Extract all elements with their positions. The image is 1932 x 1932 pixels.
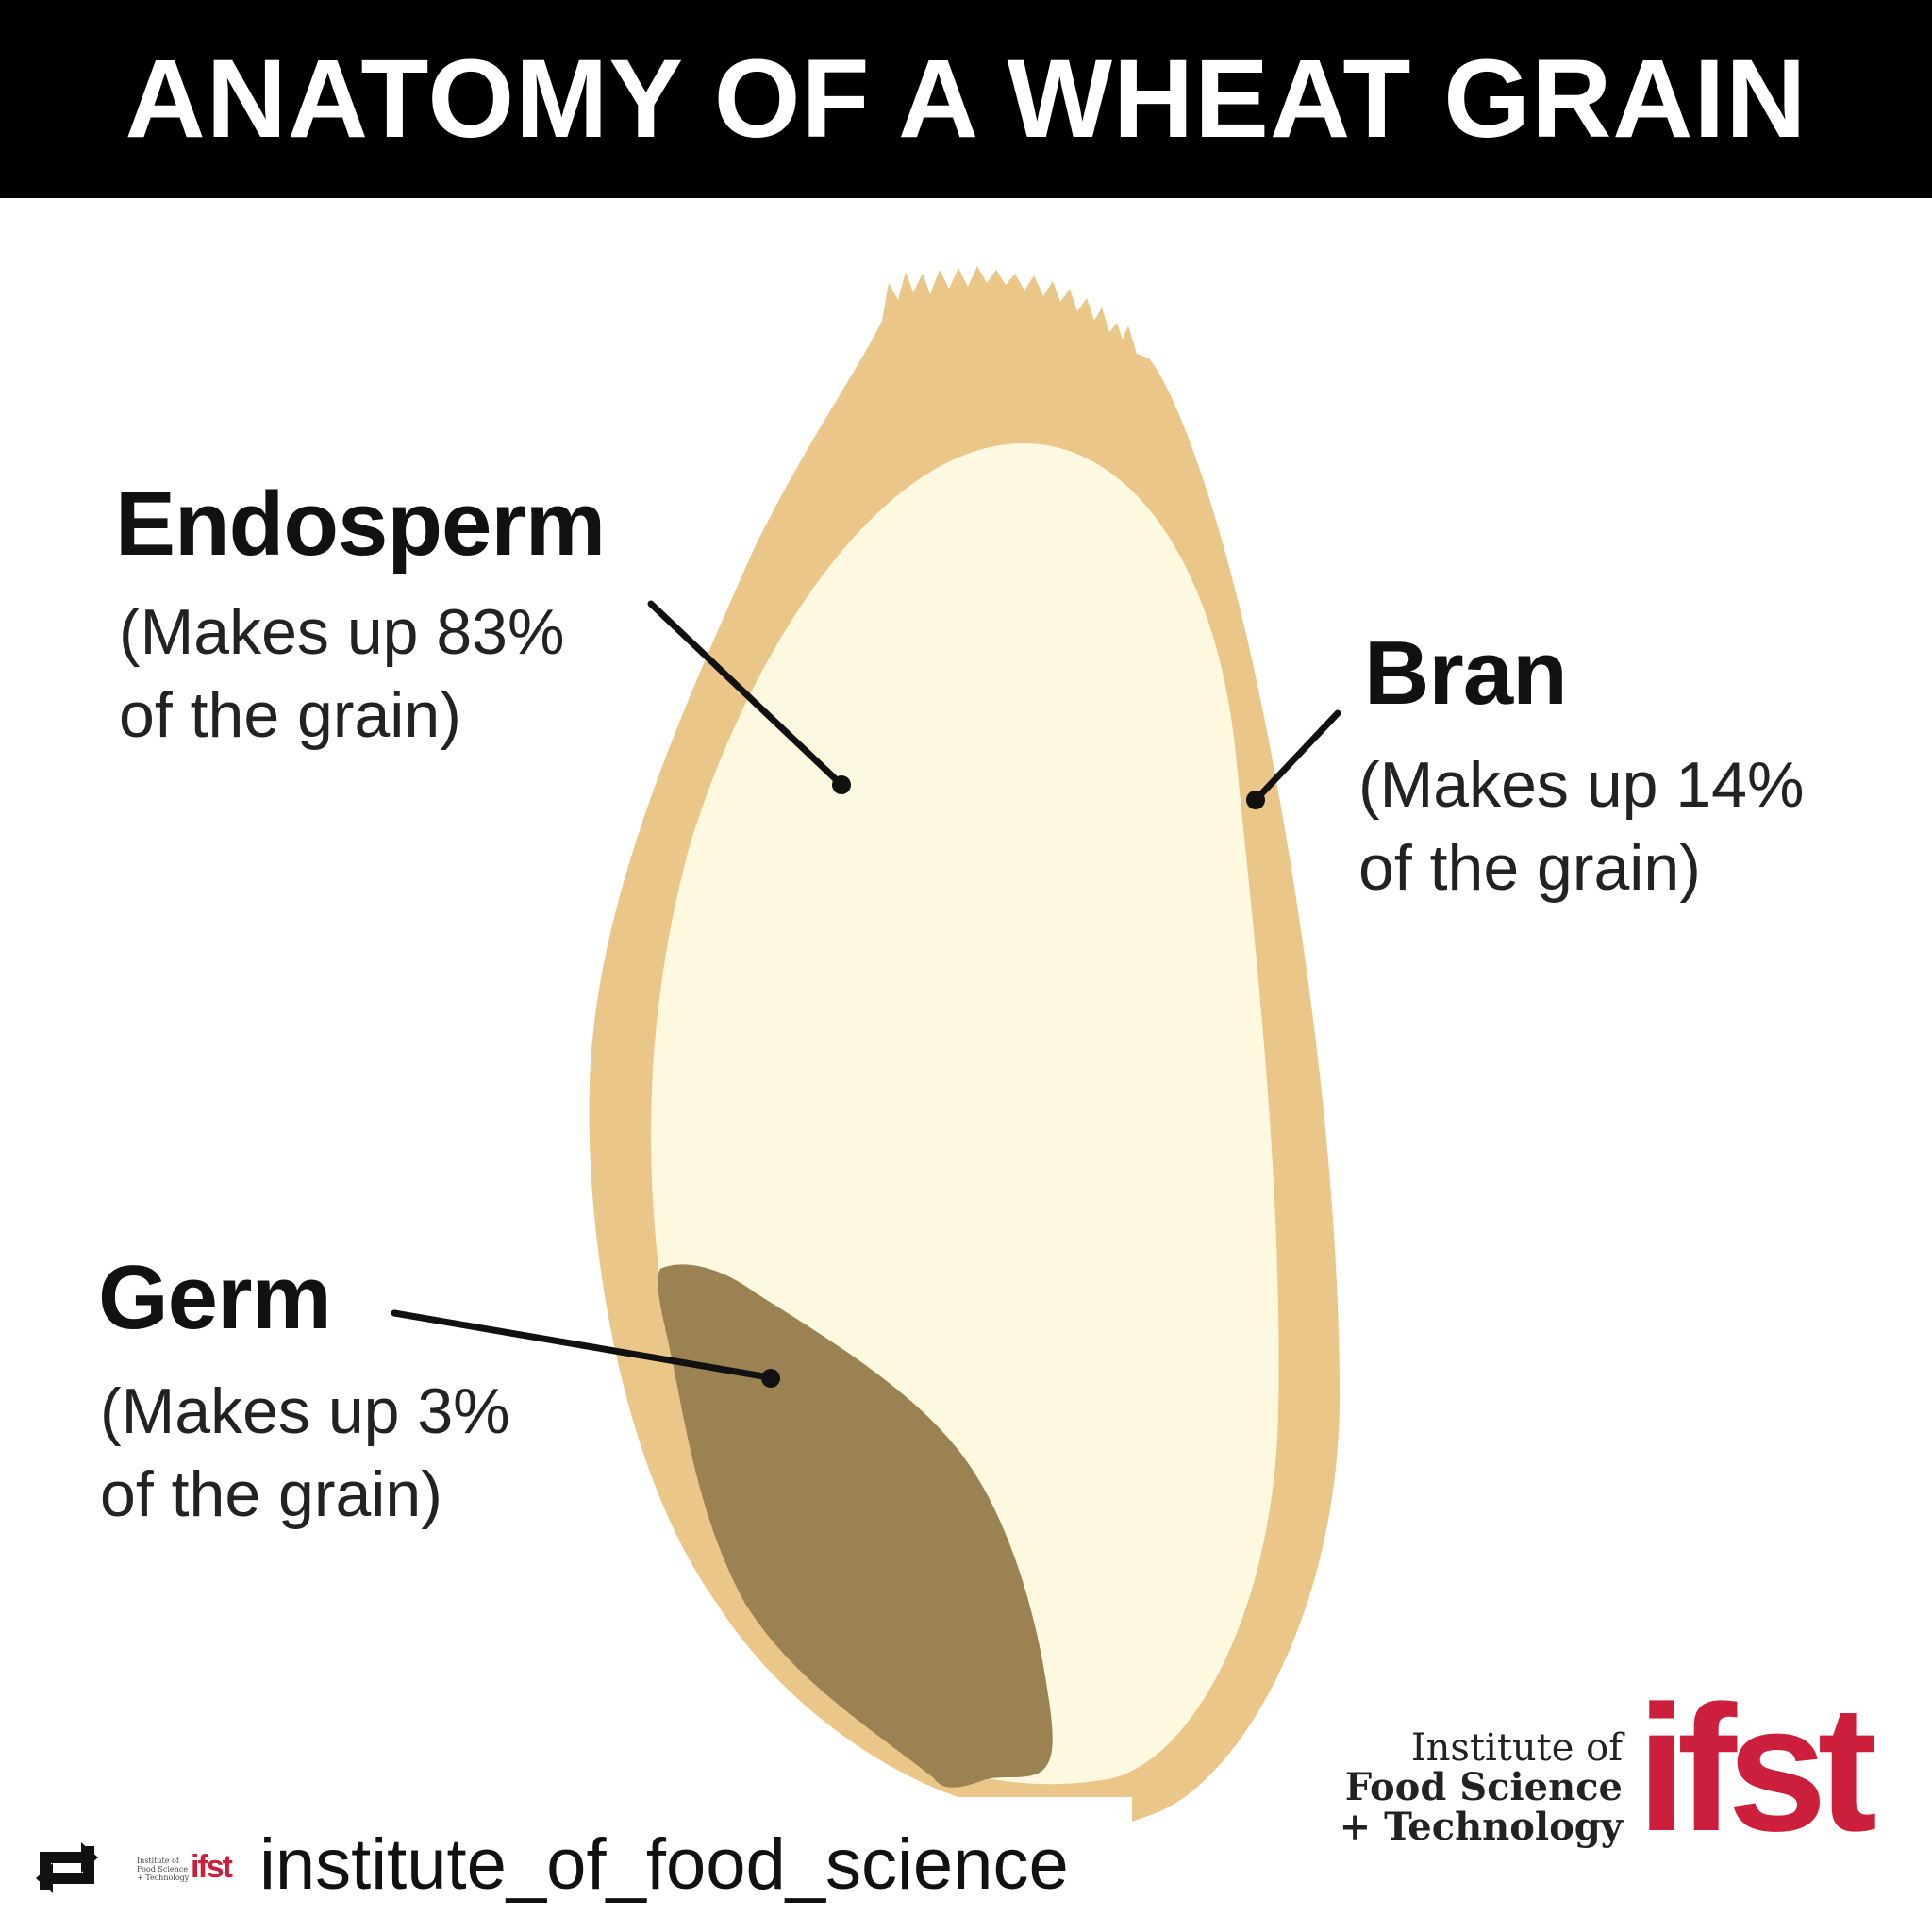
page-title: ANATOMY OF A WHEAT GRAIN xyxy=(125,37,1807,161)
bran-desc-line2: of the grain) xyxy=(1358,832,1701,904)
bran-leader-line xyxy=(1254,709,1341,802)
mini-logo-mark: ifst xyxy=(191,1849,233,1885)
germ-desc-line1: (Makes up 3% xyxy=(100,1375,510,1447)
account-handle[interactable]: institute_of_food_science xyxy=(259,1824,1069,1905)
germ-region xyxy=(658,1264,1053,1788)
title-bar xyxy=(0,0,1932,198)
germ-desc-line2: of the grain) xyxy=(100,1458,442,1530)
germ-label: Germ xyxy=(98,1247,332,1348)
mini-logo-wordmark: Institute of Food Science + Technology xyxy=(137,1857,189,1882)
mini-logo-line2: Food Science xyxy=(137,1865,189,1874)
repost-icon[interactable] xyxy=(26,1835,108,1901)
ifst-logo-wordmark: Institute of Food Science + Technology xyxy=(1340,1728,1623,1847)
ifst-logo-line2: Food Science xyxy=(1344,1765,1623,1809)
ifst-logo: Institute of Food Science + Technology i… xyxy=(1302,1669,1877,1869)
bran-desc-line1: (Makes up 14% xyxy=(1358,749,1805,821)
mini-ifst-logo: Institute of Food Science + Technology i… xyxy=(137,1849,233,1887)
mini-logo-line1: Institute of xyxy=(137,1857,179,1865)
germ-leader-dot xyxy=(761,1369,780,1388)
bran-label: Bran xyxy=(1364,623,1568,724)
repost-footer: Institute of Food Science + Technology i… xyxy=(0,1797,1132,1932)
germ-leader-line xyxy=(391,1309,773,1381)
endosperm-desc-line2: of the grain) xyxy=(119,679,461,751)
endosperm-label: Endosperm xyxy=(115,474,606,575)
endosperm-leader-dot xyxy=(832,775,851,794)
endosperm-desc-line1: (Makes up 83% xyxy=(119,596,565,668)
ifst-logo-line1: Institute of xyxy=(1410,1726,1623,1770)
endosperm-leader-line xyxy=(647,600,843,787)
ifst-logo-mark: ifst xyxy=(1637,1669,1877,1869)
ifst-logo-line3: + Technology xyxy=(1339,1805,1623,1849)
mini-logo-line3: + Technology xyxy=(137,1874,190,1882)
bran-leader-dot xyxy=(1246,791,1265,809)
